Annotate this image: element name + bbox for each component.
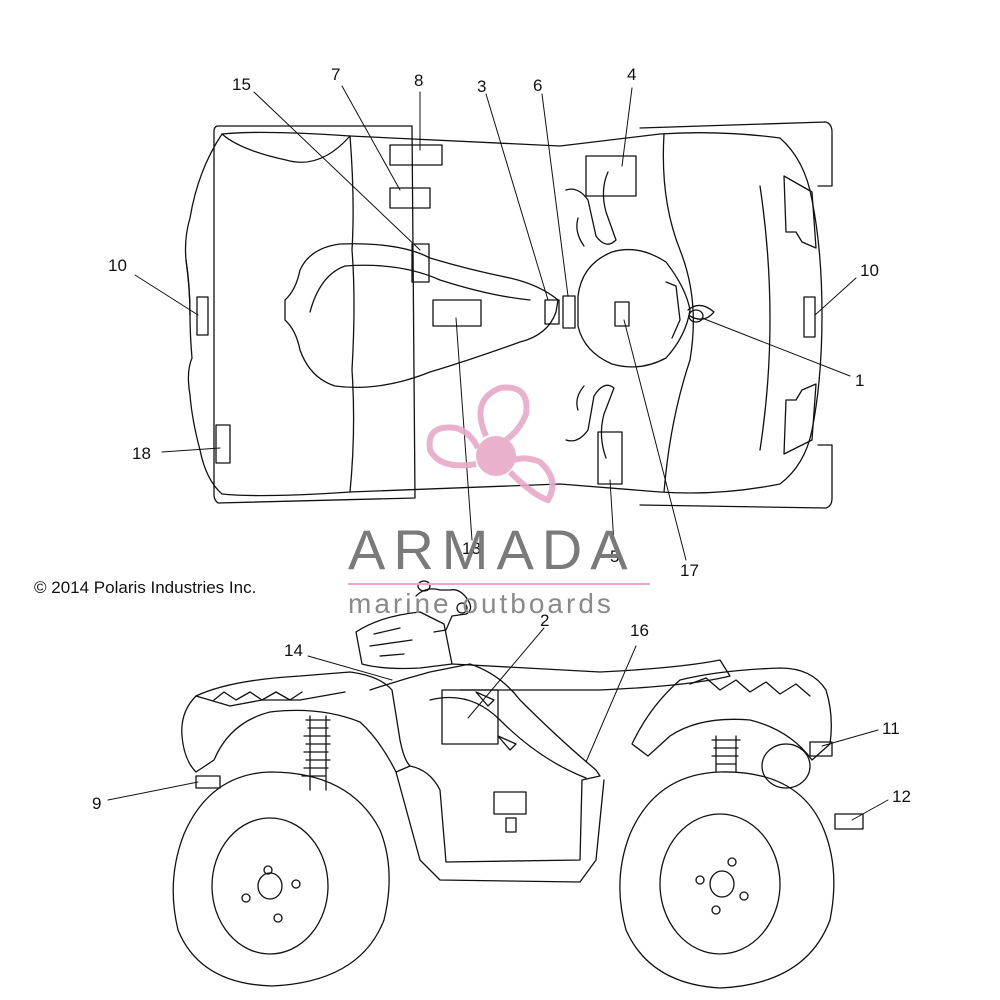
callout-13: 13 [462, 539, 481, 558]
front-wheel [619, 771, 835, 989]
decal-2 [441, 689, 499, 745]
handlebar-left [565, 171, 617, 245]
callout-6: 6 [533, 76, 542, 95]
decal-1 [688, 309, 704, 323]
decal-9 [195, 775, 221, 789]
atv-side-view [172, 580, 864, 989]
side-tank [355, 611, 453, 670]
atv-top-view [184, 121, 833, 509]
side-headlight [761, 743, 811, 789]
callout-10-front: 10 [860, 261, 879, 280]
callout-3: 3 [477, 77, 486, 96]
decal-4 [585, 155, 637, 197]
watermark-logo [426, 384, 556, 504]
decal-10-rear [196, 296, 209, 336]
callout-17: 17 [680, 561, 699, 580]
fuel-tank [577, 248, 691, 368]
decal-11 [809, 741, 833, 757]
front-shock [711, 735, 741, 773]
watermark-title: ARMADA [348, 518, 636, 581]
callout-2: 2 [540, 611, 549, 630]
decal-7 [389, 187, 431, 209]
seat [284, 243, 559, 389]
rear-shock [301, 715, 331, 791]
side-body-panel [369, 663, 601, 863]
callout-8: 8 [414, 71, 423, 90]
callout-1: 1 [855, 371, 864, 390]
handlebar-right [565, 384, 615, 459]
decal-13 [432, 299, 482, 327]
callout-11: 11 [882, 719, 900, 738]
decal-8 [389, 144, 443, 166]
callout-18: 18 [132, 444, 151, 463]
copyright-notice: © 2014 Polaris Industries Inc. [34, 578, 257, 597]
callout-5: 5 [610, 547, 619, 566]
callout-12: 12 [892, 787, 911, 806]
callout-16: 16 [630, 621, 649, 640]
callout-7: 7 [331, 65, 340, 84]
decal-12 [834, 813, 864, 830]
side-seat [451, 659, 731, 691]
decal-18 [215, 424, 231, 464]
callout-10-rear: 10 [108, 256, 127, 275]
callout-4: 4 [627, 65, 636, 84]
callout-14: 14 [284, 641, 303, 660]
front-vent-lower [783, 383, 817, 455]
decal-3 [544, 299, 560, 325]
front-vent-upper [783, 175, 817, 249]
decal-15 [411, 243, 430, 283]
callout-9: 9 [92, 794, 101, 813]
rear-wheel [172, 771, 390, 987]
rear-rack [213, 125, 416, 504]
watermark-subtitle: marine outboards [348, 588, 614, 619]
rear-fender [181, 671, 411, 773]
leader-lines [107, 85, 889, 821]
decal-6 [562, 295, 576, 329]
callout-15: 15 [232, 75, 251, 94]
front-rack [639, 121, 833, 509]
front-fender [631, 667, 832, 761]
callout-labels: 15 7 8 3 6 4 10 10 1 18 13 5 17 2 16 14 … [92, 65, 911, 813]
decal-10-front [803, 296, 816, 338]
decal-17 [614, 301, 630, 327]
